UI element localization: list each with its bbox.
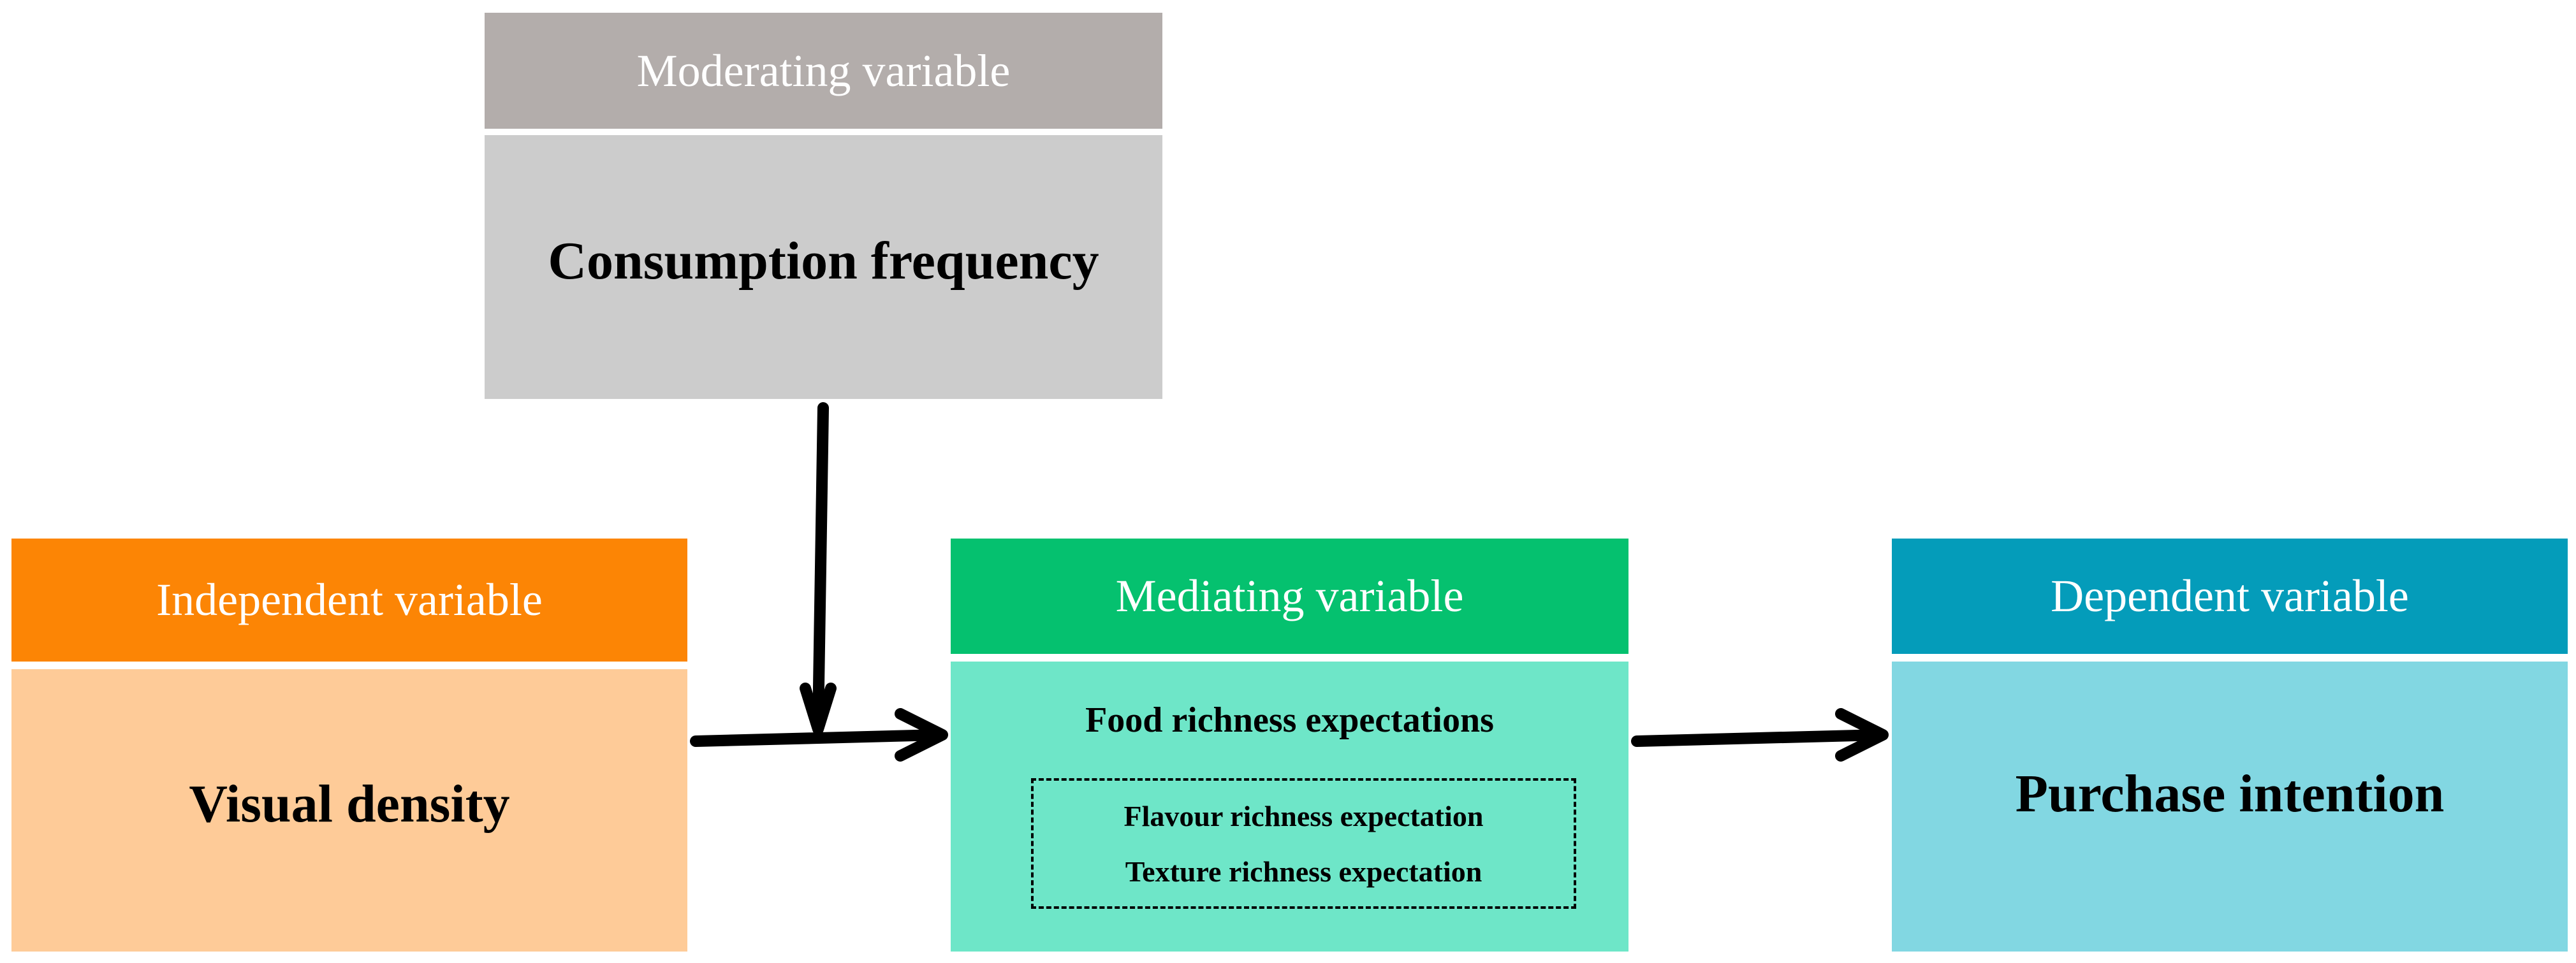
mediating-subitem-texture: Texture richness expectation — [1125, 855, 1482, 888]
independent-variable-header: Independent variable — [11, 539, 687, 662]
independent-to-mediating-arrow — [690, 708, 948, 762]
dependent-variable-box: Purchase intention — [1892, 662, 2568, 952]
moderating-variable-header-label: Moderating variable — [636, 45, 1011, 96]
independent-variable-label: Visual density — [189, 774, 510, 834]
mediating-subitem-flavour: Flavour richness expectation — [1123, 799, 1484, 832]
independent-variable-box: Visual density — [11, 669, 687, 952]
moderator-arrow — [800, 402, 837, 735]
mediating-variable-label: Food richness expectations — [1085, 700, 1494, 740]
mediating-variable-header: Mediating variable — [951, 539, 1628, 654]
dependent-variable-label: Purchase intention — [2015, 764, 2445, 823]
moderating-variable-box: Consumption frequency — [485, 135, 1162, 399]
independent-variable-header-label: Independent variable — [156, 574, 543, 625]
mediating-subitems-group: Flavour richness expectation Texture ric… — [1031, 778, 1576, 909]
mediating-variable-header-label: Mediating variable — [1115, 570, 1464, 621]
dependent-variable-header: Dependent variable — [1892, 539, 2568, 654]
moderating-variable-header: Moderating variable — [485, 13, 1162, 129]
moderating-variable-label: Consumption frequency — [548, 231, 1099, 291]
mediating-to-dependent-arrow — [1631, 708, 1889, 762]
dependent-variable-header-label: Dependent variable — [2051, 570, 2409, 621]
mediating-variable-box: Food richness expectations Flavour richn… — [951, 662, 1628, 952]
